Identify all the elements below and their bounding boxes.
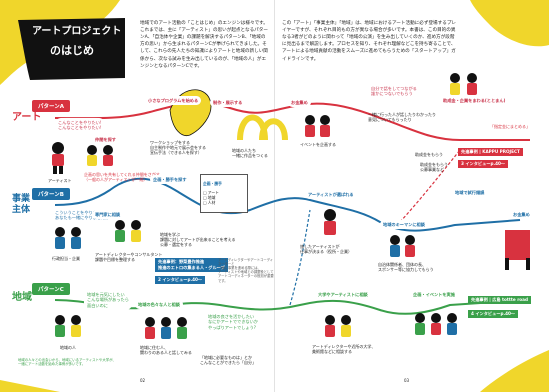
bubble-c-event: 企画・イベントを実施 [410, 290, 458, 300]
figure-locals-c [55, 315, 81, 337]
title-line2: のはじめ [50, 44, 94, 57]
bubble-b-money: お金集め [510, 210, 533, 220]
case-b-tag: 先進事例：野菜豊作推進 推進のエトロの集まる人・グループ [155, 258, 228, 272]
yellow-blob-bottom-left [0, 380, 60, 392]
bubble-b-search: 企画・勝手を探す [150, 175, 190, 185]
row-label-art: アート [12, 112, 42, 123]
intro-right: この「アート」「事業主体」「地域」は、地域におけるアート活動に必ず登場するプレイ… [282, 21, 457, 62]
pattern-b-tag: パターンB [32, 188, 70, 200]
figure-talk-c [145, 317, 187, 339]
page-number-left: 02 [140, 378, 146, 383]
bubble-a-small: 小さなプログラムを始める [145, 96, 202, 106]
bubble-a-friends: 仲間を探す [92, 135, 119, 145]
row-label-local: 地域 [12, 292, 32, 303]
caption-b-officials: 行政担当・企業 [52, 256, 80, 261]
yellow-blob-bottom-right [480, 350, 549, 392]
figure-event-c [415, 313, 457, 335]
caption-b-trial: 旅したアーティストが 仕事が決まる（役所・企業） [300, 244, 352, 254]
aside-b: アートディレクターやアートコーディネーターと 一緒に事業を進める際には、 アーテ… [218, 258, 274, 283]
bubble-a-produce: 制作・展示する [210, 98, 246, 108]
title-line1: アートプロジェクト [32, 26, 122, 37]
interview-link-c[interactable]: 4 インタビューp.40〜 [468, 310, 519, 318]
figure-university-c [325, 315, 351, 337]
bubble-c-talk: 地域の色々な人と相談 [135, 300, 183, 310]
caption-a-workshop: ワークショップをする 自主制作や地元で展示会をする 宣伝手法（できる人を探す） [150, 140, 206, 155]
route-c [54, 299, 526, 315]
caption-a-locals: 地域の人たち 一緒に作品をつくる [232, 148, 268, 158]
caption-b-money: 助成金をもらう 公募事業など [420, 162, 448, 172]
caption-a-grant: 助成金をもらう [415, 152, 443, 157]
figure-yellow-arches [237, 114, 288, 141]
plan-checklist-title: 企画・勝手 [203, 180, 222, 186]
bubble-b-keyman: 地域のキーマンに相談 [380, 220, 428, 230]
case-c-tag: 先進事例 | 広島 tottte road [468, 296, 531, 304]
route-connector-b-to-a [399, 149, 461, 223]
bubble-c-feel: 地域を元気にしたい こんな場所があったら 面白いのに [84, 290, 132, 310]
interview-link-a[interactable]: 3 インタビューp.40〜 [458, 160, 509, 168]
interview-link-b[interactable]: 2 インタビューp.40〜 [155, 276, 206, 284]
caption-c-locals: 地域の人 [60, 345, 76, 350]
yellow-blob-top-right [470, 0, 549, 47]
row-label-biz: 事業 主体 [12, 194, 31, 216]
caption-b-director: アートディレクターやコンサルタント 課題や目標を整理する [95, 252, 163, 262]
caption-a-plan: 企画の思いを共有してくれる仲間をさがす （一般の人がアーティストが一緒） [84, 172, 160, 182]
figure-friends-a [87, 145, 113, 166]
route-b [54, 177, 521, 232]
footnote-c: 地域の人々との出会いから、地域にいるアーティストや大学が、 一緒にアート活動を始… [18, 358, 116, 367]
figure-director-b [115, 220, 141, 242]
case-a-tag: 先進事例 | KAPPU PROJECT [458, 148, 523, 156]
bubble-b-expert: 専門家に相談 [92, 210, 124, 220]
bubble-b-trial: 地域で試行錯誤 [452, 188, 488, 198]
figure-officials-b [55, 227, 81, 249]
route-a [54, 101, 530, 141]
plan-checklist-items: □ アート □ 地域 □ 人材 [203, 190, 219, 205]
caption-a-tip: 「指定金にまとめる」 [490, 124, 530, 129]
caption-b-keyman: 自治体関係者、団体の長、 スポンサー等に協力してもらう [378, 262, 434, 272]
bubble-a-idea: こんなことをやりたい! こんなことをやりたい! [55, 118, 105, 133]
pattern-c-tag: パターンC [32, 283, 70, 295]
caption-b-region: 地域を学ぶ 課題に対してアートが出来ることを考える 公募・選定をする [160, 232, 236, 247]
caption-c-talk: 地域に住む人、 関わりのある人と話してみる [140, 345, 192, 355]
bubble-a-money: お金集め [288, 98, 311, 108]
figure-artist-a [52, 142, 64, 174]
bubble-a-apply: 助成金・企業をまわる(ととまん) [440, 96, 509, 106]
caption-a-network: 一緒に行った人が話したりわかったり 意見についてもらったり [368, 112, 436, 122]
plan-checklist: 企画・勝手 □ アート □ 地域 □ 人材 [200, 174, 248, 214]
route-connector-c-to-b [289, 209, 311, 306]
caption-a-event: イベントを企画する [300, 142, 336, 147]
pattern-a-tag: パターンA [32, 100, 70, 112]
bubble-b-artist: アーティストが選ばれる [305, 190, 357, 200]
bubble-c-university: 大学やアーティストに相談 [315, 290, 371, 300]
figure-red-chair [505, 230, 530, 270]
bubble-a-contact: 自分で話をしてつながる 誰かにつないでもらう [368, 84, 420, 99]
figure-artist-chosen-b [324, 209, 336, 235]
page-number-right: 03 [404, 378, 410, 383]
figure-keyman-b [390, 235, 415, 257]
figure-red-people-a [305, 115, 330, 137]
bubble-c-ask: 地域の良さを活かしたい なにかアートでできないか やっぱりアートでしょう? [205, 312, 261, 332]
caption-c-university: アートディレクターや近所の大学、 美術館などに相談する [312, 344, 376, 354]
caption-a-artist: アーティスト [48, 178, 72, 183]
figure-grant-a [450, 73, 477, 95]
caption-c-ask: 「地域に必要なものは」とか こんなことができたら「自分」 [200, 355, 256, 365]
intro-left: 地域でのアート活動の「ことはじめ」のエンジンは様々です。これまでは、主に「アーテ… [140, 21, 268, 69]
title-black-shape [18, 18, 125, 80]
